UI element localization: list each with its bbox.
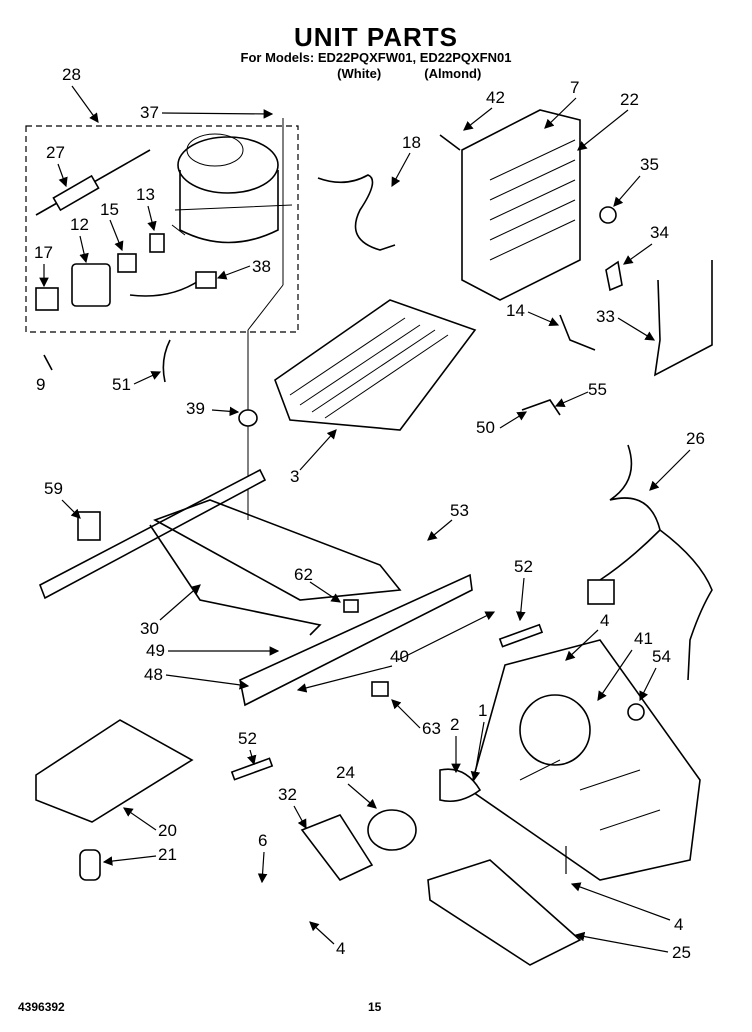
condenser-drawing [274,299,477,431]
callout-label: 51 [112,375,131,394]
callout-label: 25 [672,943,691,962]
callout-label: 7 [570,78,579,97]
clip-drawing [149,233,165,253]
callout-label: 41 [634,629,653,648]
callout-label: 24 [336,763,355,782]
callout-label: 33 [596,307,615,326]
part-50-drawing [521,399,561,416]
part-34-drawing [605,260,623,292]
tube-51-drawing [162,339,171,383]
color-almond: (Almond) [424,66,482,81]
cover-drawing [117,253,137,273]
callout-label: 12 [70,215,89,234]
callout-label: 38 [252,257,271,276]
callout-label: 1 [478,701,487,720]
model-colors: (White) (Almond) [0,66,752,81]
part-62-drawing [343,599,359,613]
callout-label: 2 [450,715,459,734]
callout-label: 14 [506,301,525,320]
callout-label: 13 [136,185,155,204]
part-21-drawing [79,849,101,881]
callout-label: 4 [674,915,683,934]
color-white: (White) [337,66,382,81]
frame-rails-drawing [38,468,473,707]
callout-label: 26 [686,429,705,448]
callout-label: 4 [336,939,345,958]
callout-label: 27 [46,143,65,162]
callout-label: 17 [34,243,53,262]
callout-label: 48 [144,665,163,684]
callout-label: 34 [650,223,669,242]
callout-label: 49 [146,641,165,660]
callout-label: 32 [278,785,297,804]
callout-label: 39 [186,399,205,418]
callout-label: 54 [652,647,671,666]
callout-label: 40 [390,647,409,666]
motor-bracket-drawing [300,814,374,881]
part-33-drawing [653,260,713,377]
page-number: 15 [368,1000,382,1014]
callout-label: 4 [600,611,609,630]
callout-label: 59 [44,479,63,498]
cover-20-drawing [35,719,194,823]
callout-label: 62 [294,565,313,584]
callout-label: 28 [62,65,81,84]
fan-bracket-drawing [469,639,701,881]
callout-label: 9 [36,375,45,394]
callout-label: 50 [476,418,495,437]
page-title: UNIT PARTS [293,22,459,52]
callout-label: 3 [290,467,299,486]
wiring-harness-drawing [599,444,713,681]
overload-drawing [35,287,59,311]
fan-motor-drawing [367,809,417,851]
document-number: 4396392 [18,1000,65,1014]
part-59-drawing [77,511,101,541]
drain-pan-drawing [427,859,582,966]
callout-label: 53 [450,501,469,520]
callout-label: 52 [238,729,257,748]
callout-label: 21 [158,845,177,864]
harness-plug-drawing [195,271,217,289]
callout-label: 15 [100,200,119,219]
plug-drawing [43,354,53,371]
callout-label: 20 [158,821,177,840]
part-54-drawing [627,703,645,721]
callout-label: 52 [514,557,533,576]
callout-label: 30 [140,619,159,638]
compressor-drawing [171,133,293,244]
part-52a-drawing [498,623,544,648]
compressor-kit-boundary [25,125,299,333]
callout-labels: 28 37 42 7 22 27 18 35 13 15 12 17 38 34… [34,65,705,962]
callout-label: 37 [140,103,159,122]
callout-label: 18 [402,133,421,152]
callout-label: 55 [588,380,607,399]
part-63-drawing [371,681,389,697]
relay-drawing [71,263,111,307]
callout-label: 6 [258,831,267,850]
part-14-drawing [559,314,596,351]
callout-label: 42 [486,88,505,107]
evaporator-drawing [439,109,581,301]
callout-label: 35 [640,155,659,174]
callout-label: 63 [422,719,441,738]
part-35-drawing [599,206,617,224]
grommet-drawing [238,409,258,427]
model-numbers: For Models: ED22PQXFW01, ED22PQXFN01 [240,50,512,65]
part-52b-drawing [230,757,274,781]
callout-label: 22 [620,90,639,109]
tube-18-drawing [317,174,396,251]
